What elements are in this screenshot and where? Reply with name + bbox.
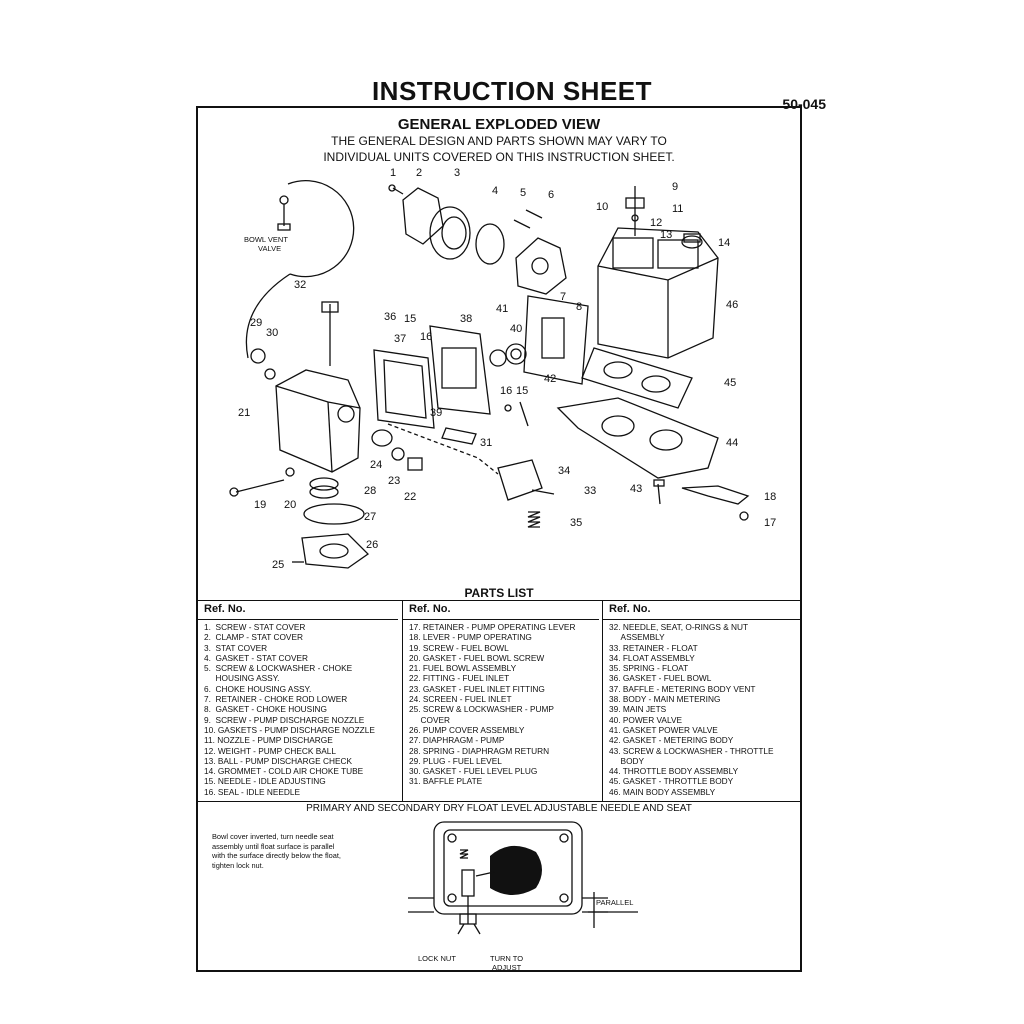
parts-items-17-31: 17. RETAINER - PUMP OPERATING LEVER 18. … bbox=[409, 622, 576, 787]
callout: 27 bbox=[364, 511, 376, 523]
column-header: Ref. No. bbox=[403, 601, 599, 620]
vent-line bbox=[245, 273, 291, 359]
callout: 30 bbox=[266, 327, 278, 339]
callout: 20 bbox=[284, 499, 296, 511]
callout: 26 bbox=[366, 539, 378, 551]
label-lock-nut: LOCK NUT bbox=[418, 954, 456, 963]
exploded-view-diagram: BOWL VENT VALVE 1 2 3 4 5 6 7 8 9 10 11 … bbox=[229, 167, 776, 571]
float-level-diagram bbox=[408, 821, 638, 935]
bowl-vent-outline bbox=[287, 179, 355, 278]
callout: 21 bbox=[238, 407, 250, 419]
float-shape bbox=[490, 845, 542, 895]
callout: 44 bbox=[726, 437, 738, 449]
exploded-view-note-line1: THE GENERAL DESIGN AND PARTS SHOWN MAY V… bbox=[331, 134, 667, 148]
callout: 37 bbox=[394, 333, 406, 345]
callout: 12 bbox=[650, 217, 662, 229]
callout: 36 bbox=[384, 311, 396, 323]
float-level-title: PRIMARY AND SECONDARY DRY FLOAT LEVEL AD… bbox=[306, 803, 692, 814]
callout-bowl-vent-2: VALVE bbox=[258, 244, 281, 253]
exploded-view-heading: GENERAL EXPLODED VIEW bbox=[397, 116, 601, 133]
callout: 29 bbox=[250, 317, 262, 329]
column-header: Ref. No. bbox=[198, 601, 398, 620]
callout: 41 bbox=[496, 303, 508, 315]
label-turn-to: TURN TO bbox=[490, 954, 524, 963]
label-parallel: PARALLEL bbox=[596, 898, 634, 907]
callout: 6 bbox=[548, 189, 554, 201]
label-adjust: ADJUST bbox=[492, 963, 522, 972]
column-header: Ref. No. bbox=[603, 601, 801, 620]
callout: 16 bbox=[420, 331, 432, 343]
callout: 13 bbox=[660, 229, 672, 241]
callout: 42 bbox=[544, 373, 556, 385]
callout-bowl-vent-1: BOWL VENT bbox=[244, 235, 288, 244]
callout: 2 bbox=[416, 167, 422, 179]
callout: 39 bbox=[430, 407, 442, 419]
exploded-view-note-line2: INDIVIDUAL UNITS COVERED ON THIS INSTRUC… bbox=[323, 150, 675, 164]
callout: 40 bbox=[510, 323, 522, 335]
parts-items-1-16: 1. SCREW - STAT COVER 2. CLAMP - STAT CO… bbox=[204, 622, 375, 797]
callout: 23 bbox=[388, 475, 400, 487]
callout: 32 bbox=[294, 279, 306, 291]
callout: 11 bbox=[672, 203, 683, 215]
callout: 1 bbox=[390, 167, 396, 179]
document-number: 50-045 bbox=[782, 96, 826, 112]
callout: 46 bbox=[726, 299, 738, 311]
callout: 24 bbox=[370, 459, 382, 471]
callout: 34 bbox=[558, 465, 570, 477]
parts-column-3: Ref. No. 32. NEEDLE, SEAT, O-RINGS & NUT… bbox=[602, 601, 801, 801]
parts-items-32-46: 32. NEEDLE, SEAT, O-RINGS & NUT ASSEMBLY… bbox=[609, 622, 774, 797]
page-title: INSTRUCTION SHEET bbox=[371, 76, 653, 106]
callout: 33 bbox=[584, 485, 596, 497]
callout: 19 bbox=[254, 499, 266, 511]
callout: 9 bbox=[672, 181, 678, 193]
callout: 7 bbox=[560, 291, 566, 303]
callout: 35 bbox=[570, 517, 582, 529]
callout: 16 bbox=[500, 385, 512, 397]
callout: 43 bbox=[630, 483, 642, 495]
callout: 4 bbox=[492, 185, 498, 197]
callout: 38 bbox=[460, 313, 472, 325]
callout: 10 bbox=[596, 201, 608, 213]
callout: 5 bbox=[520, 187, 526, 199]
callout: 22 bbox=[404, 491, 416, 503]
float-level-instructions: Bowl cover inverted, turn needle seat as… bbox=[212, 832, 341, 870]
callout: 17 bbox=[764, 517, 776, 529]
parts-list-table: Ref. No. 1. SCREW - STAT COVER 2. CLAMP … bbox=[198, 600, 801, 802]
instruction-sheet: GENERAL EXPLODED VIEW THE GENERAL DESIGN… bbox=[196, 106, 802, 972]
callout: 28 bbox=[364, 485, 376, 497]
callout: 15 bbox=[516, 385, 528, 397]
parts-column-1: Ref. No. 1. SCREW - STAT COVER 2. CLAMP … bbox=[198, 601, 398, 801]
callout: 3 bbox=[454, 167, 460, 179]
callout: 8 bbox=[576, 301, 582, 313]
callout: 25 bbox=[272, 559, 284, 571]
callout: 31 bbox=[480, 437, 492, 449]
callout: 14 bbox=[718, 237, 730, 249]
callout: 18 bbox=[764, 491, 776, 503]
parts-list-title: PARTS LIST bbox=[464, 586, 534, 600]
callout: 45 bbox=[724, 377, 736, 389]
parts-column-2: Ref. No. 17. RETAINER - PUMP OPERATING L… bbox=[402, 601, 599, 801]
callout: 15 bbox=[404, 313, 416, 325]
